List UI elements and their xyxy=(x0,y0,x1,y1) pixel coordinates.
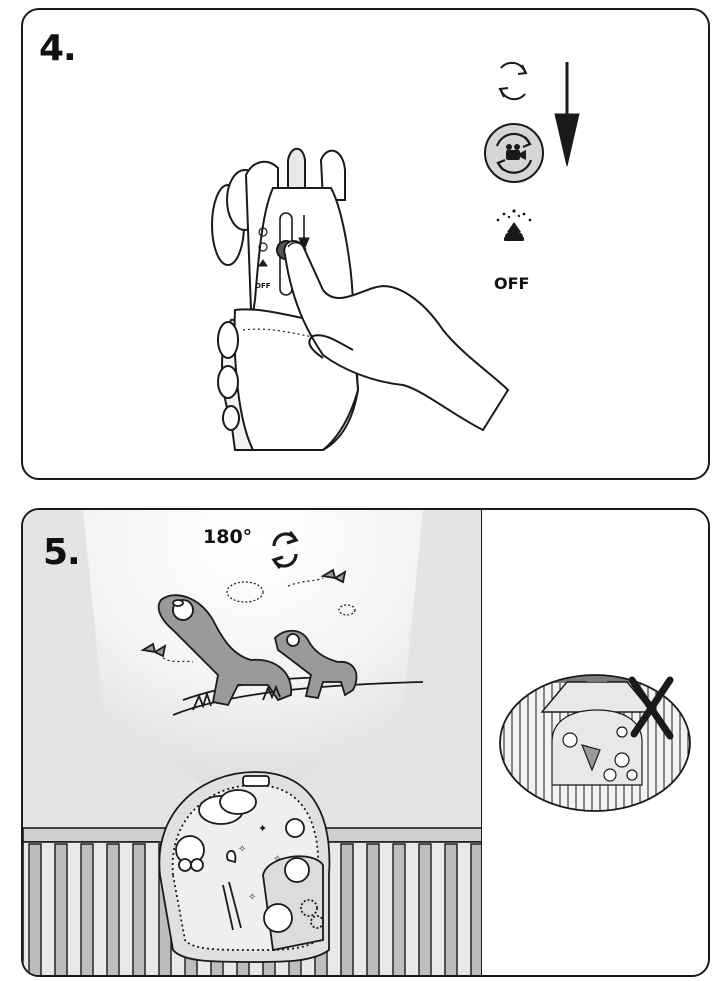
svg-text:✧: ✧ xyxy=(238,844,246,855)
device-off-label: OFF xyxy=(255,282,271,290)
crib-bar xyxy=(55,844,67,977)
step-4-panel: 4. xyxy=(21,8,710,480)
svg-text:✦: ✦ xyxy=(258,822,267,835)
down-arrow-icon xyxy=(555,62,579,166)
svg-text:✧: ✧ xyxy=(248,892,256,903)
inset-ceiling-illustration xyxy=(482,510,710,977)
step-5-panel: ✦ ✧ ✧ ✧ 5. 180° xyxy=(21,508,710,977)
crib-bar xyxy=(419,844,431,977)
step-4-illustration: OFF xyxy=(23,10,710,480)
mode-rotate-icon xyxy=(500,63,526,99)
crib-bar xyxy=(393,844,405,977)
inset-warning-panel xyxy=(481,510,710,977)
crib-bar xyxy=(445,844,457,977)
crib-bar xyxy=(81,844,93,977)
crib-bar xyxy=(133,844,145,977)
rotation-label: 180° xyxy=(203,526,252,548)
mode-off-label: OFF xyxy=(494,274,529,293)
crib-bar xyxy=(341,844,353,977)
crib-bar xyxy=(29,844,41,977)
crib-bar xyxy=(367,844,379,977)
projector-device: ✦ ✧ ✧ ✧ xyxy=(159,772,329,962)
mode-projector-selected-icon xyxy=(485,124,543,182)
crib-bar xyxy=(107,844,119,977)
svg-text:✧: ✧ xyxy=(273,854,281,865)
step-5-number: 5. xyxy=(43,532,80,573)
mode-night-light-icon xyxy=(497,209,532,241)
